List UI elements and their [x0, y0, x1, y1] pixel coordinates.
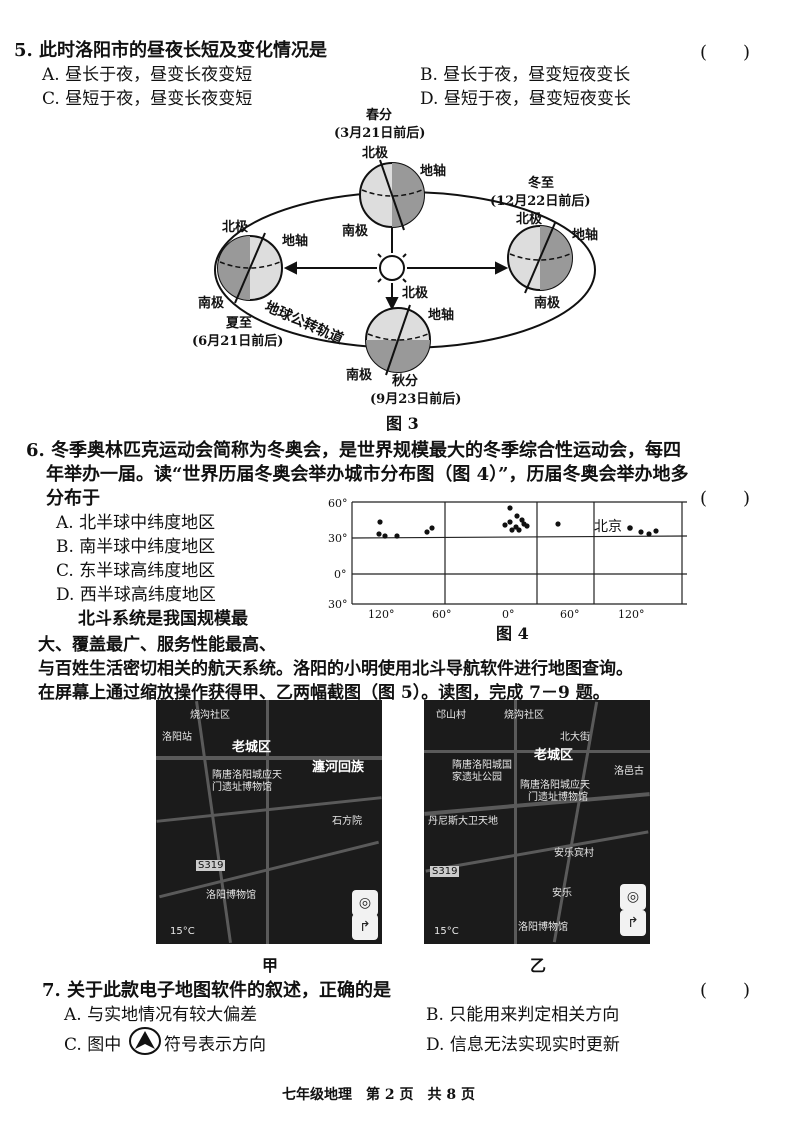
globe-spring: [359, 159, 425, 231]
globe-summer: [217, 232, 283, 304]
map-b-label-dennis: 丹尼斯大卫天地: [428, 816, 498, 827]
map-b-label-old-district: 老城区: [534, 748, 574, 763]
q5-answer-paren: ( ): [700, 42, 751, 63]
page-footer: 七年级地理 第 2 页 共 8 页: [282, 1087, 475, 1103]
fig4-beijing-label: 北京: [594, 519, 622, 535]
q7-stem: 7. 关于此款电子地图软件的叙述，正确的是: [42, 980, 392, 1001]
map-screenshot-b: 邙山村 烧沟社区 北大街 老城区 隋唐洛阳城国 家遗址公园 隋唐洛阳城应天 门遗…: [424, 700, 650, 944]
map-b-label-shaogou: 烧沟社区: [504, 710, 544, 721]
fig4-ytick-60n: 60°: [328, 497, 348, 510]
map-b-navigate-button[interactable]: ↱: [620, 910, 646, 936]
map-b-label-museum-1: 隋唐洛阳城应天: [520, 780, 590, 791]
map-b-label-beidajie: 北大街: [560, 732, 590, 743]
label-axis-autumn: 地轴: [428, 308, 455, 323]
label-autumn: 秋分: [392, 374, 419, 389]
label-summer-date: (6月21日前后): [192, 334, 284, 349]
map-a-label-luoyang-museum: 洛阳博物馆: [206, 890, 256, 901]
map-b-road-s319: S319: [430, 866, 460, 877]
q6-option-a: A. 北半球中纬度地区: [56, 513, 216, 533]
label-summer: 夏至: [226, 316, 253, 331]
globe-autumn: [365, 304, 431, 376]
label-axis-spring: 地轴: [420, 164, 447, 179]
map-a-label-museum-1: 隋唐洛阳城应天: [212, 770, 282, 781]
q5-option-a: A. 昼长于夜，昼变长夜变短: [42, 65, 253, 85]
map-a-label-chanhe: 瀍河回族: [312, 760, 365, 775]
q6-answer-paren: ( ): [700, 488, 751, 509]
q5-option-d: D. 昼短于夜，昼变短夜变长: [420, 89, 631, 109]
map-a-navigate-button[interactable]: ↱: [352, 914, 378, 940]
label-south-pole-summer: 南极: [198, 296, 225, 311]
map-b-label-luoyigu: 洛邑古: [614, 766, 644, 777]
passage-line1: 北斗系统是我国规模最: [78, 609, 248, 629]
label-north-pole-autumn: 北极: [402, 286, 429, 301]
map-a-label-shaogou: 烧沟社区: [190, 710, 230, 721]
map-b-label-anle: 安乐: [552, 888, 572, 899]
figure-4-caption: 图 4: [496, 624, 529, 643]
map-b-label-mangshan: 邙山村: [436, 710, 466, 721]
map-a-caption: 甲: [262, 956, 279, 975]
map-b-label-luoyang-museum: 洛阳博物馆: [518, 922, 568, 933]
q6-stem-line2: 年举办一届。读“世界历届冬奥会举办城市分布图（图 4）”，历届冬奥会举办地多: [46, 464, 689, 485]
fig4-xtick-60e: 60°: [560, 608, 580, 621]
q6-option-b: B. 南半球中纬度地区: [56, 537, 216, 557]
passage-line4: 在屏幕上通过缩放操作获得甲、乙两幅截图（图 5）。读图，完成 7－9 题。: [38, 683, 610, 703]
fig4-ytick-30n: 30°: [328, 532, 348, 545]
map-b-caption: 乙: [530, 956, 547, 975]
map-b-label-anle-village: 安乐宾村: [554, 848, 594, 859]
q5-option-c: C. 昼短于夜，昼变长夜变短: [42, 89, 253, 109]
label-spring: 春分: [366, 108, 393, 123]
fig4-xtick-0: 0°: [502, 608, 515, 621]
map-a-label-old-district: 老城区: [232, 740, 272, 755]
q7-answer-paren: ( ): [700, 980, 751, 1001]
fig4-xtick-120w: 120°: [368, 608, 395, 621]
q7-option-c-prefix: C. 图中: [64, 1035, 122, 1055]
label-axis-summer: 地轴: [282, 234, 309, 249]
compass-arrow-icon: [128, 1026, 162, 1060]
q7-option-b: B. 只能用来判定相关方向: [426, 1005, 620, 1025]
label-spring-date: (3月21日前后): [334, 126, 426, 141]
sun-icon: [372, 248, 412, 288]
map-b-label-museum-2: 门遗址博物馆: [528, 792, 588, 803]
q6-stem-line3: 分布于: [46, 488, 100, 509]
figure-4-city-map: [351, 501, 688, 605]
map-a-weather: 15°C: [170, 926, 195, 937]
label-axis-winter: 地轴: [572, 228, 599, 243]
q5-stem: 5. 此时洛阳市的昼夜长短及变化情况是: [14, 40, 328, 61]
q7-option-a: A. 与实地情况有较大偏差: [64, 1005, 258, 1025]
figure-3-orbit-diagram: [214, 159, 596, 376]
map-b-label-park-1: 隋唐洛阳城国: [452, 760, 512, 771]
map-b-weather: 15°C: [434, 926, 459, 937]
q7-option-c-suffix: 符号表示方向: [164, 1035, 266, 1055]
fig4-ytick-30s: 30°: [328, 598, 348, 611]
q6-option-c: C. 东半球高纬度地区: [56, 561, 216, 581]
label-winter-date: (12月22日前后): [490, 194, 591, 209]
passage-line2: 大、覆盖最广、服务性能最高、: [38, 635, 276, 655]
map-a-road-s319: S319: [196, 860, 226, 871]
label-north-pole-winter: 北极: [516, 212, 543, 227]
map-a-label-station: 洛阳站: [162, 732, 192, 743]
fig4-xtick-60w: 60°: [432, 608, 452, 621]
label-north-pole-spring: 北极: [362, 146, 389, 161]
globe-winter: [507, 222, 573, 294]
q6-option-d: D. 西半球高纬度地区: [56, 585, 216, 605]
q5-option-b: B. 昼长于夜，昼变短夜变长: [420, 65, 631, 85]
label-autumn-date: (9月23日前后): [370, 392, 462, 407]
map-b-locate-button[interactable]: ◎: [620, 884, 646, 910]
map-a-locate-button[interactable]: ◎: [352, 890, 378, 916]
map-screenshot-a: 烧沟社区 洛阳站 老城区 瀍河回族 隋唐洛阳城应天 门遗址博物馆 石方院 S31…: [156, 700, 382, 944]
label-south-pole-winter: 南极: [534, 296, 561, 311]
label-north-pole-summer: 北极: [222, 220, 249, 235]
label-south-pole-spring: 南极: [342, 224, 369, 239]
q6-stem-line1: 6. 冬季奥林匹克运动会简称为冬奥会，是世界规模最大的冬季综合性运动会，每四: [26, 440, 682, 461]
fig4-ytick-0: 0°: [334, 568, 347, 581]
label-south-pole-autumn: 南极: [346, 368, 373, 383]
figure-3-caption: 图 3: [386, 414, 419, 433]
q7-option-d: D. 信息无法实现实时更新: [426, 1035, 620, 1055]
map-a-label-museum-2: 门遗址博物馆: [212, 782, 272, 793]
fig4-xtick-120e: 120°: [618, 608, 645, 621]
passage-line3: 与百姓生活密切相关的航天系统。洛阳的小明使用北斗导航软件进行地图查询。: [38, 659, 633, 679]
label-winter: 冬至: [528, 176, 555, 191]
map-a-label-shifangyuan: 石方院: [332, 816, 362, 827]
map-b-label-park-2: 家遗址公园: [452, 772, 502, 783]
